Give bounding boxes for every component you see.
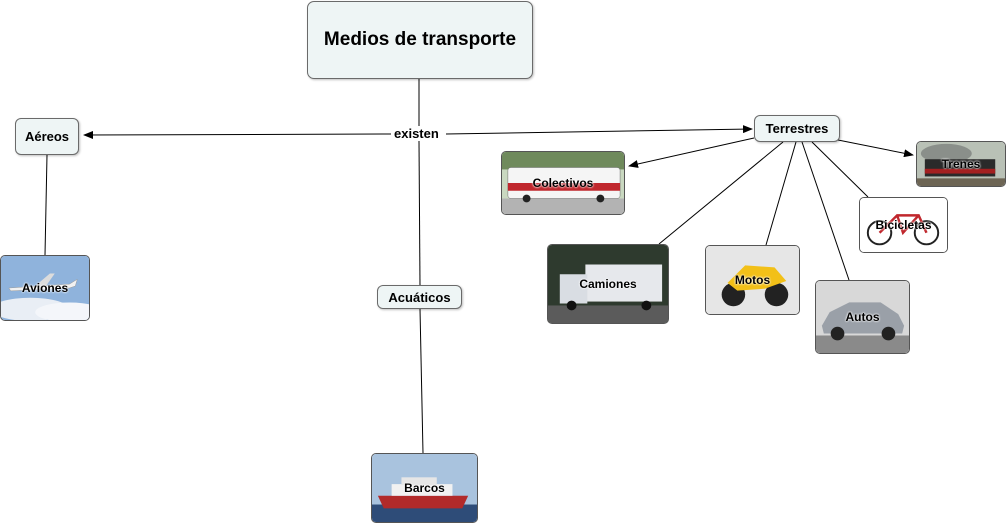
arrow-terrestres-to-colectivos	[628, 137, 755, 168]
line-terrestres-to-motos	[765, 141, 797, 246]
leaf-camiones[interactable]: Camiones	[547, 244, 669, 324]
leaf-aviones-label: Aviones	[21, 281, 69, 295]
truck-image	[548, 245, 668, 323]
line-terrestres-to-autos	[801, 141, 850, 281]
bus-image	[502, 152, 624, 214]
concept-aereos-label: Aéreos	[24, 129, 70, 144]
leaf-motos[interactable]: Motos	[705, 245, 800, 315]
root-label: Medios de transporte	[323, 29, 517, 50]
concept-acuaticos[interactable]: Acuáticos	[377, 285, 462, 309]
concept-aereos[interactable]: Aéreos	[15, 118, 79, 155]
root-concept[interactable]: Medios de transporte	[307, 1, 533, 79]
arrow-existen-to-aereos	[83, 130, 393, 139]
leaf-autos[interactable]: Autos	[815, 280, 910, 354]
arrow-terrestres-to-trenes	[837, 139, 914, 158]
motorcycle-image	[706, 246, 799, 314]
bicycle-image	[860, 198, 947, 252]
line-terrestres-to-bicicletas	[811, 141, 869, 198]
line-aereos-to-aviones	[44, 154, 48, 256]
concept-terrestres-label: Terrestres	[765, 121, 829, 136]
line-terrestres-to-camiones	[658, 141, 784, 245]
leaf-camiones-label: Camiones	[579, 277, 637, 291]
leaf-bicicletas[interactable]: Bicicletas	[859, 197, 948, 253]
leaf-trenes-label: Trenes	[941, 157, 981, 171]
leaf-barcos-label: Barcos	[404, 481, 445, 495]
leaf-colectivos-label: Colectivos	[532, 176, 594, 190]
arrow-existen-to-terrestres	[445, 125, 753, 135]
leaf-barcos[interactable]: Barcos	[371, 453, 478, 523]
concept-acuaticos-label: Acuáticos	[388, 289, 451, 305]
line-acuaticos-to-barcos	[419, 308, 424, 454]
ship-image	[372, 454, 477, 522]
leaf-bicicletas-label: Bicicletas	[875, 218, 932, 232]
leaf-trenes[interactable]: Trenes	[916, 141, 1006, 187]
leaf-autos-label: Autos	[845, 310, 880, 324]
leaf-colectivos[interactable]: Colectivos	[501, 151, 625, 215]
leaf-aviones[interactable]: Aviones	[0, 255, 90, 321]
leaf-motos-label: Motos	[734, 273, 771, 287]
concept-terrestres[interactable]: Terrestres	[754, 115, 840, 142]
train-image	[917, 142, 1005, 186]
car-image	[816, 281, 909, 353]
airplane-image	[1, 256, 89, 320]
line-existen-to-acuaticos	[418, 140, 421, 287]
linking-phrase[interactable]: existen	[391, 126, 442, 141]
